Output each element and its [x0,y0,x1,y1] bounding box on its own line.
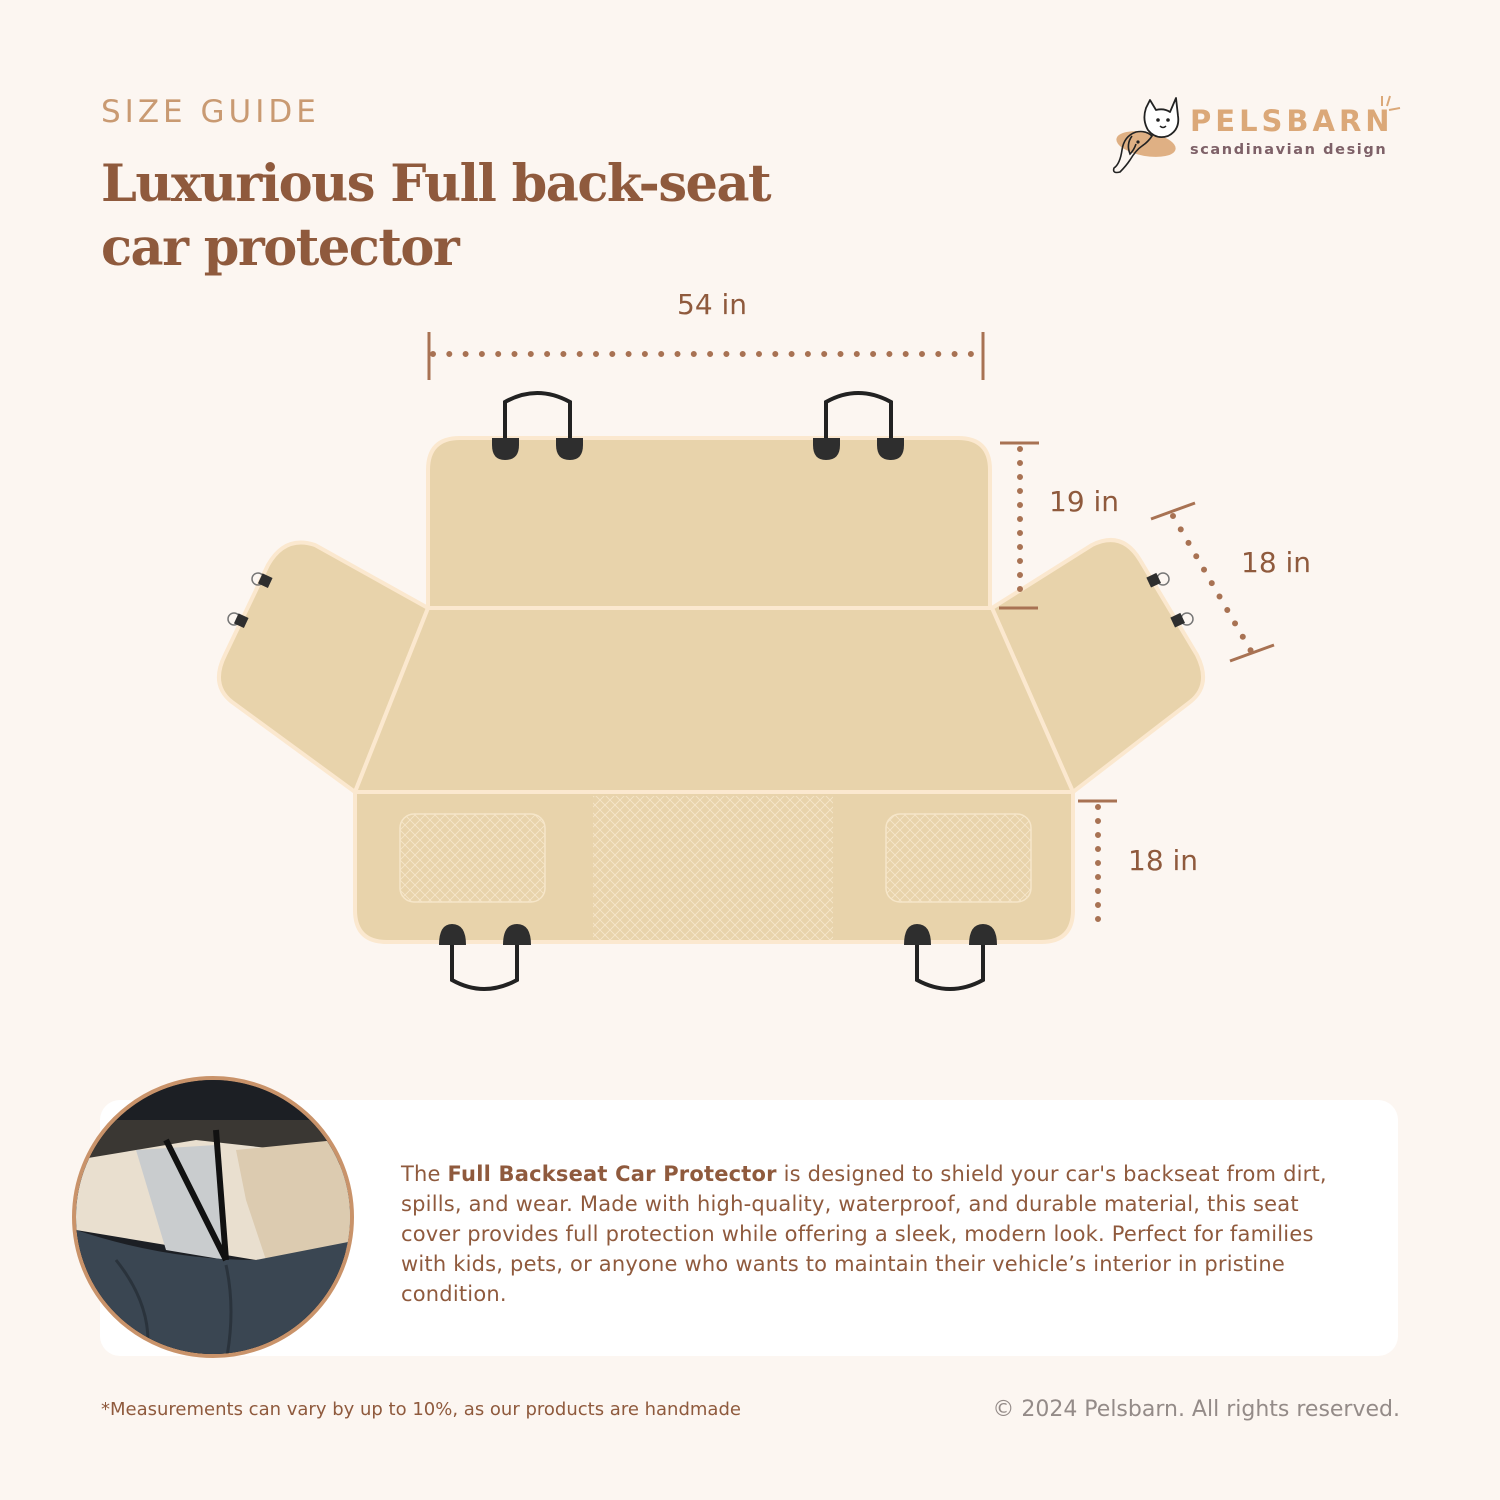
mesh-center [593,796,833,940]
product-description: The Full Backseat Car Protector is desig… [401,1159,1331,1309]
back-panel [426,436,992,610]
seat-panel [353,606,1075,794]
product-photo [72,1076,354,1358]
side-clips-left [227,572,273,628]
mesh-pocket-right [885,813,1032,903]
copyright-notice: © 2024 Pelsbarn. All rights reserved. [992,1397,1400,1422]
back-height-dimension-label: 19 in [1049,485,1120,518]
mesh-pocket-left [399,813,546,903]
side-flap-dimension-label: 18 in [1241,546,1312,579]
sparkle-icon [1381,95,1401,111]
back-height-dimension-line [999,441,1039,610]
title-line-1: Luxurious Full back-seat [101,154,772,214]
bottom-strap-right [904,924,997,991]
cat-and-dog-line-art-icon [1112,97,1180,174]
measurement-footnote: *Measurements can vary by up to 10%, as … [101,1399,741,1420]
title-line-2: car protector [101,218,460,278]
headrest-strap-left [492,391,583,460]
seat-protector-diagram [216,332,1275,991]
front-drop-dimension-line [1078,799,1117,936]
brand-logo: PELSBARN scandinavian design [1108,94,1408,180]
logo-tagline: scandinavian design [1190,142,1388,158]
description-body: is designed to shield your car's backsea… [401,1162,1327,1306]
logo-wordmark: PELSBARN [1190,104,1394,138]
front-drop-dimension-label: 18 in [1128,844,1199,877]
bottom-strap-left [439,924,531,991]
side-clips-right [1146,572,1194,628]
side-flap-dimension-line [1150,501,1275,663]
width-dimension-label: 54 in [677,288,748,321]
page-title: Luxurious Full back-seat car protector [101,152,801,280]
size-guide-eyebrow: SIZE GUIDE [101,94,320,130]
product-photo-illustration [76,1080,350,1354]
headrest-strap-right [813,391,904,460]
width-dimension-line [427,332,985,380]
right-side-flap [990,538,1206,794]
description-prefix: The [401,1162,448,1186]
description-product-name: Full Backseat Car Protector [447,1162,777,1186]
left-side-flap [216,540,430,794]
